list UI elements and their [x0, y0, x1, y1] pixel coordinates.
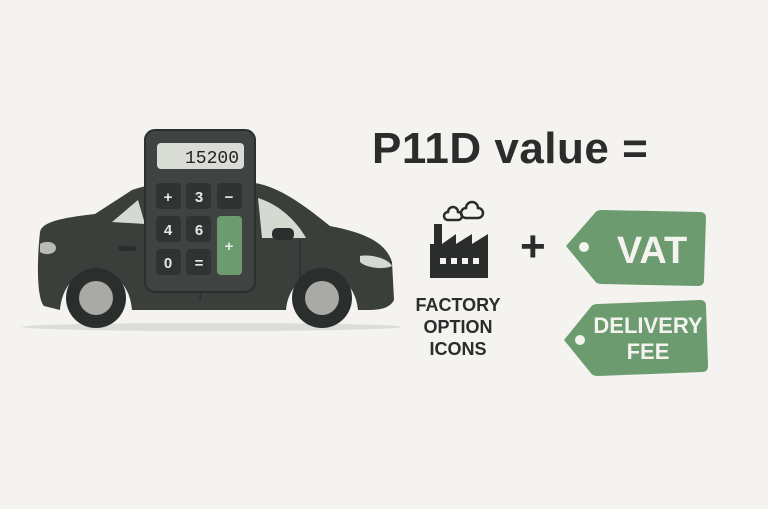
key-minus[interactable] — [217, 183, 242, 209]
key-equals[interactable] — [186, 249, 211, 275]
page-title: P11D value = — [372, 124, 649, 173]
fee-label: FEE — [627, 339, 670, 364]
vat-tag: VAT — [566, 210, 706, 286]
svg-text:0: 0 — [164, 255, 172, 272]
key-plus-large[interactable] — [217, 216, 242, 275]
svg-text:+: + — [164, 189, 173, 206]
key-6[interactable] — [186, 216, 211, 242]
key-3[interactable] — [186, 183, 211, 209]
delivery-label: DELIVERY — [593, 313, 703, 338]
ground-shadow — [22, 323, 400, 331]
mirror — [272, 228, 294, 240]
calculator: 15200 + 3 − 4 6 + 0 = — [144, 129, 256, 293]
svg-text:−: − — [225, 189, 234, 206]
calculator-display — [157, 143, 244, 169]
factory-icon — [430, 200, 488, 278]
key-plus[interactable] — [156, 183, 181, 209]
vat-label: VAT — [617, 230, 687, 272]
door-handle — [118, 246, 136, 251]
svg-text:4: 4 — [164, 222, 173, 239]
car-illustration: 15200 + 3 − 4 6 + 0 = — [22, 129, 400, 331]
svg-text:3: 3 — [195, 189, 203, 206]
svg-text:=: = — [195, 255, 204, 272]
rear-window — [112, 200, 145, 224]
key-4[interactable] — [156, 216, 181, 242]
svg-text:+: + — [225, 238, 234, 255]
svg-text:6: 6 — [195, 222, 203, 239]
key-0[interactable] — [156, 249, 181, 275]
display-value: 15200 — [185, 149, 239, 169]
factory-label: FACTORY OPTION ICONS — [415, 295, 501, 359]
delivery-fee-tag: DELIVERY FEE — [564, 300, 708, 376]
plus-operator: + — [520, 222, 546, 271]
front-window — [258, 198, 306, 238]
headlight — [360, 255, 392, 269]
tail-light — [40, 241, 56, 255]
